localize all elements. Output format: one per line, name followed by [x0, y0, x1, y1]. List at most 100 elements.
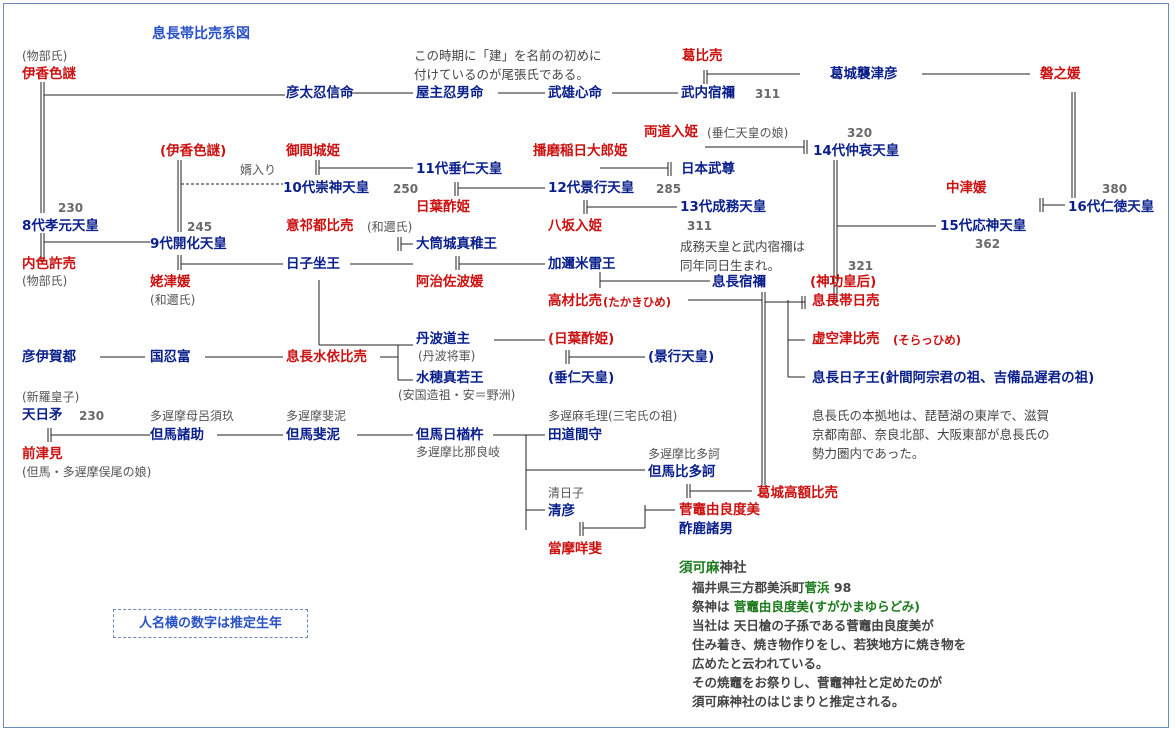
person-hikoigafu: 彦伊賀都 [22, 349, 76, 365]
person-utsushikome: 内色許売 [22, 256, 76, 272]
person-iwanohime: 磐之媛 [1040, 66, 1081, 82]
label-tajimamoro-pre: 多遅摩母呂須玖 [150, 409, 235, 423]
shrine-name-a: 須可麻 [679, 560, 720, 576]
person-tajimamoro: 但馬諸助 [150, 427, 204, 443]
person-tagima: 當摩咩斐 [548, 541, 602, 557]
shrine-desc-line4: その焼竈をお祭りし、菅竈神社と定めたのが [692, 675, 943, 690]
person-yamatotakeru: 日本武尊 [681, 161, 735, 177]
note-kora: (そらっひめ) [893, 333, 962, 347]
label-tajimahinaraki-sub: 多遅摩比那良岐 [416, 445, 501, 459]
diagram-frame [3, 3, 1169, 728]
person-hikofutooshi: 彦太忍信命 [286, 85, 354, 101]
note-okinaga-line3: 勢力圏内であった。 [812, 446, 925, 461]
person-chuai: 14代仲哀天皇 [813, 143, 900, 159]
person-tamori: 田道間守 [548, 427, 602, 443]
person-kazuraki-takanuka: 葛城高額比売 [757, 485, 838, 501]
person-kunioshi: 国忍富 [150, 349, 191, 365]
person-okinagamizu: 息長水依比売 [286, 349, 367, 365]
person-okeatsu: 意祁都比売 [286, 218, 354, 234]
person-ajisaba: 阿治佐波媛 [416, 274, 484, 290]
birth-year-keiko: 285 [656, 182, 682, 196]
person-kogen: 8代孝元天皇 [22, 218, 99, 234]
person-sujin: 10代崇神天皇 [283, 180, 370, 196]
person-harima: 播磨稲日大郎姫 [533, 143, 628, 159]
person-ikashikome-2: (伊香色謎) [160, 143, 227, 159]
label-tajimahitaka-pre: 多遅摩比多訶 [648, 447, 721, 461]
birth-year-jingu: 321 [848, 259, 874, 273]
note-takanuka: (たかきひめ) [603, 295, 672, 309]
person-matsumi: 前津見 [22, 446, 63, 462]
shrine-address-c: 98 [829, 580, 852, 595]
note-okinaga-line1: 息長氏の本拠地は、琵琶湖の東岸で、滋賀 [812, 408, 1050, 423]
note-ken-line1: この時期に「建」を名前の初めに [414, 48, 602, 63]
shrine-desc-line1: 当社は 天日槍の子孫である菅竈由良度美が [692, 618, 934, 633]
person-keiko: 12代景行天皇 [548, 180, 635, 196]
diagram-title: 息長帯比売系図 [152, 26, 250, 42]
person-hibasu: 日葉酢姫 [416, 199, 470, 215]
person-nintoku: 16代仁徳天皇 [1068, 199, 1155, 215]
person-ootsutsuki: 大筒城真稚王 [416, 236, 497, 252]
note-wani-1: (和邇氏) [150, 293, 196, 307]
person-hibasu-2: (日葉酢姫) [548, 331, 615, 347]
person-tajimahine: 但馬斐泥 [286, 427, 340, 443]
note-wani-2: (和邇氏) [367, 220, 413, 234]
label-tamori-pre: 多遅麻毛理(三宅氏の祖) [548, 409, 678, 423]
birth-year-nintoku: 380 [1102, 182, 1128, 196]
person-kamahime: 加邇米雷王 [548, 256, 616, 272]
person-takanuka: 高材比売 [548, 293, 602, 309]
note-tanba: (丹波将軍) [418, 349, 476, 363]
person-ikashikome: 伊香色謎 [22, 66, 76, 82]
label-mukoiri: 婿入り [240, 163, 277, 177]
label-tajimahine-pre: 多遅摩斐泥 [286, 409, 347, 423]
shrine-address-b: 菅浜 [804, 580, 830, 595]
person-tajimahinaraki: 但馬日楢杵 [416, 427, 484, 443]
person-yanushi: 屋主忍男命 [416, 85, 484, 101]
person-sugakama: 菅竈由良度美 [679, 502, 760, 518]
person-takenouchi: 武内宿禰 [681, 85, 735, 101]
person-kora: 虚空津比売 [812, 331, 880, 347]
person-kiyohiko: 清彦 [548, 503, 575, 519]
person-okinaga-sukune: 息長宿禰 [712, 274, 766, 290]
birth-year-chuai: 320 [847, 126, 873, 140]
shrine-name: 須可麻神社 [679, 560, 747, 577]
birth-year-takenouchi: 311 [755, 87, 781, 101]
person-suinin-2: (垂仁天皇) [548, 370, 615, 386]
person-seimu: 13代成務天皇 [680, 199, 767, 215]
note-seimu-line1: 成務天皇と武内宿禰は [680, 239, 806, 254]
shrine-desc-line3: 広めたと云われている。 [692, 656, 829, 671]
person-kazuraki-hime: 葛比売 [682, 48, 723, 64]
person-sukamoro: 酢鹿諸男 [679, 521, 733, 537]
person-futaji: 両道入姫 [644, 124, 698, 140]
shrine-deity-b: 菅竈由良度美(すがかまゆらどみ) [733, 599, 920, 614]
person-kaika: 9代開化天皇 [150, 236, 227, 252]
note-seimu-line2: 同年同日生まれ。 [680, 258, 781, 273]
person-suinin: 11代垂仁天皇 [416, 161, 503, 177]
person-tajimahitaka: 但馬比多訶 [648, 464, 716, 480]
person-mimaki: 御間城姫 [286, 143, 340, 159]
shrine-name-b: 神社 [719, 560, 747, 576]
birth-year-amenohiboko: 230 [79, 409, 105, 423]
birth-year-kaika: 245 [187, 220, 213, 234]
note-okinaga-line2: 京都南部、奈良北部、大阪東部が息長氏の [812, 427, 1050, 442]
note-futaji: (垂仁天皇の娘) [707, 126, 789, 140]
person-okinagatarashi: 息長帯日売 [812, 293, 880, 309]
birth-year-ojin: 362 [975, 237, 1001, 251]
label-mononobe-2: (物部氏) [22, 274, 68, 288]
person-ojin: 15代応神天皇 [940, 218, 1027, 234]
shrine-deity: 祭神は 菅竈由良度美(すがかまゆらどみ) [692, 598, 920, 615]
shrine-address-a: 福井県三方郡美浜町 [692, 580, 805, 595]
person-jingu: (神功皇后) [810, 274, 877, 290]
person-amenohiboko: 天日矛 [22, 407, 63, 423]
note-ken-line2: 付けているのが尾張氏である。 [414, 67, 589, 82]
label-mononobe: (物部氏) [22, 49, 68, 63]
birth-year-sujin: 250 [393, 182, 419, 196]
shrine-address: 福井県三方郡美浜町菅浜 98 [692, 579, 851, 596]
birth-year-seimu: 311 [687, 219, 713, 233]
person-takeokokoro: 武雄心命 [548, 85, 602, 101]
legend-box: 人名横の数字は推定生年 [113, 609, 308, 638]
person-tanba: 丹波道主 [416, 331, 470, 347]
note-mizuho: (安国造祖・安＝野洲) [398, 388, 516, 402]
person-keiko-2: (景行天皇) [648, 349, 715, 365]
